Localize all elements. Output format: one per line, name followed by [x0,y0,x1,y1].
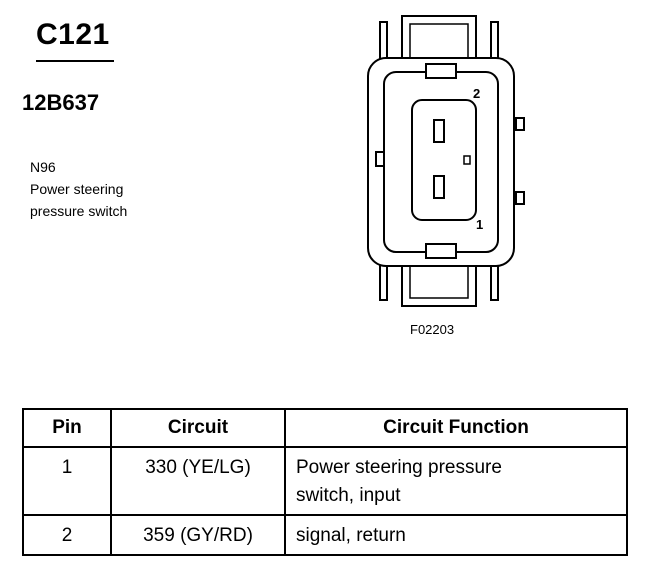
top-retainer-tab [425,63,457,79]
header-circuit-function: Circuit Function [284,408,628,448]
right-nub-upper [515,117,525,131]
description-line-1: Power steering [30,181,124,197]
title-underline [36,60,114,62]
cell-circuit: 330 (YE/LG) [110,446,286,516]
cell-pin: 1 [22,446,112,516]
pin-2-terminal [433,119,445,143]
bottom-retainer-tab [425,243,457,259]
component-description: N96 Power steering pressure switch [30,156,127,222]
right-nub-lower [515,191,525,205]
figure-code: F02203 [410,322,455,337]
function-line: signal, return [296,525,406,546]
pinout-table: Pin Circuit Circuit Function 1 330 (YE/L… [22,408,628,556]
cell-circuit: 359 (GY/RD) [110,514,286,556]
header-circuit: Circuit [110,408,286,448]
part-number: 12B637 [22,90,100,115]
header-pin: Pin [22,408,112,448]
cell-circuit-function: signal, return [284,514,628,556]
cell-circuit-function: Power steering pressure switch, input [284,446,628,516]
component-code: N96 [30,159,56,175]
polarity-key [463,155,471,165]
description-line-2: pressure switch [30,203,128,219]
function-line: Power steering pressure [296,457,502,478]
cell-pin: 2 [22,514,112,556]
table-row: 2 359 (GY/RD) signal, return [22,514,628,556]
left-key-nub [375,151,385,167]
pin-face [411,99,477,221]
pin-2-label: 2 [473,86,481,101]
function-line: switch, input [296,485,401,506]
connector-id: C121 [36,18,110,51]
pin-1-terminal [433,175,445,199]
table-header-row: Pin Circuit Circuit Function [22,408,628,448]
pin-1-label: 1 [476,217,484,232]
table-row: 1 330 (YE/LG) Power steering pressure sw… [22,446,628,516]
